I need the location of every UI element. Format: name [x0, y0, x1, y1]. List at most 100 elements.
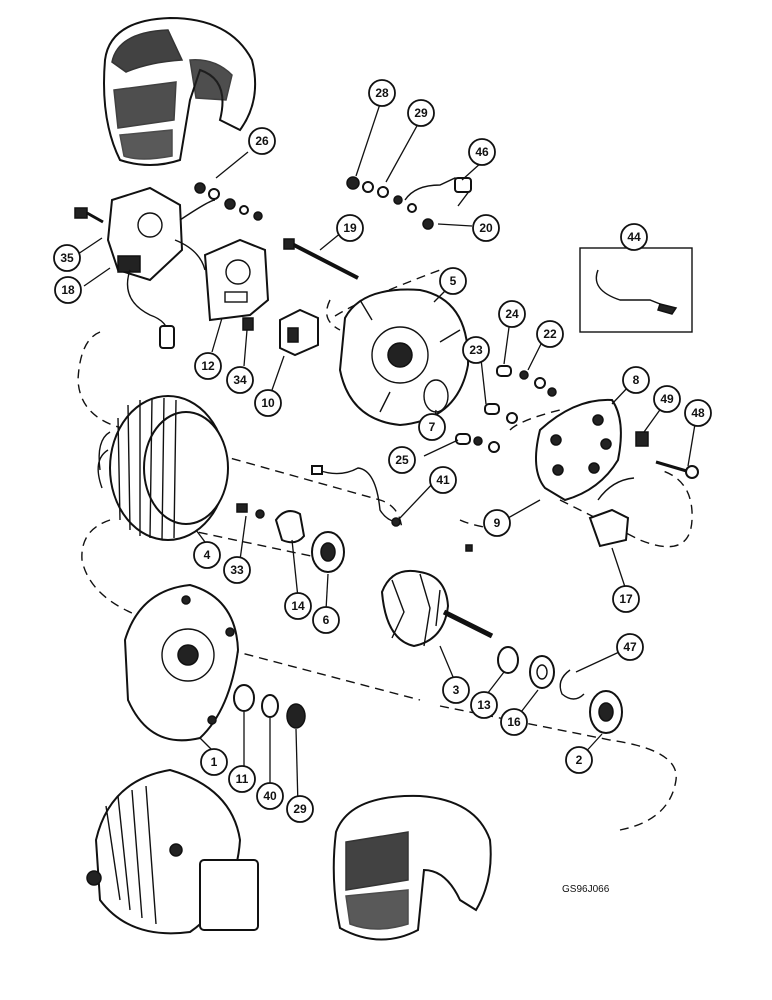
part-gasket	[203, 238, 270, 322]
svg-text:29: 29	[293, 802, 307, 816]
svg-text:14: 14	[291, 599, 305, 613]
callout-18: 18	[54, 276, 82, 304]
svg-text:7: 7	[429, 420, 436, 434]
part-rotor	[380, 544, 494, 648]
svg-text:29: 29	[414, 106, 428, 120]
callout-20: 20	[472, 214, 500, 242]
svg-text:28: 28	[375, 86, 389, 100]
callout-16: 16	[500, 708, 528, 736]
part-bearing-6	[311, 531, 345, 573]
svg-text:40: 40	[263, 789, 277, 803]
part-bushing-14	[274, 510, 306, 544]
callout-2: 2	[565, 746, 593, 774]
svg-text:10: 10	[261, 396, 275, 410]
svg-text:6: 6	[323, 613, 330, 627]
group-outlines	[77, 269, 693, 831]
callout-22: 22	[536, 320, 564, 348]
callout-44: 44	[620, 223, 648, 251]
callout-12: 12	[194, 352, 222, 380]
svg-text:5: 5	[450, 274, 457, 288]
svg-text:41: 41	[436, 473, 450, 487]
callout-17: 17	[612, 585, 640, 613]
part-rectifier	[535, 398, 622, 502]
lower-group-outline	[81, 519, 677, 831]
part-shroud-bottom	[332, 794, 492, 941]
callout-24: 24	[498, 300, 526, 328]
part-pulley-hardware	[233, 684, 306, 729]
svg-text:49: 49	[660, 392, 674, 406]
callout-8: 8	[622, 366, 650, 394]
part-through-bolt	[283, 238, 359, 280]
callout-9: 9	[483, 509, 511, 537]
callout-46: 46	[468, 138, 496, 166]
svg-text:16: 16	[507, 715, 521, 729]
part-bushings	[455, 365, 557, 453]
part-clip-screw	[635, 431, 699, 479]
callout-29-upper: 29	[407, 99, 435, 127]
callout-11: 11	[228, 765, 256, 793]
svg-text:18: 18	[61, 283, 75, 297]
svg-text:47: 47	[623, 640, 637, 654]
svg-text:20: 20	[479, 221, 493, 235]
svg-text:2: 2	[576, 753, 583, 767]
part-assembled-alternator	[86, 768, 259, 935]
callout-19: 19	[336, 214, 364, 242]
svg-text:22: 22	[543, 327, 557, 341]
svg-text:1: 1	[211, 755, 218, 769]
callout-48: 48	[684, 399, 712, 427]
part-brushes	[588, 477, 635, 548]
callout-26: 26	[248, 127, 276, 155]
part-regulator	[106, 186, 216, 349]
part-terminal-hardware	[346, 176, 472, 230]
callout-40: 40	[256, 782, 284, 810]
part-stator	[97, 395, 229, 541]
figure-code: GS96J066	[562, 884, 610, 895]
svg-text:26: 26	[255, 134, 269, 148]
callout-28: 28	[368, 79, 396, 107]
part-regulator-hardware	[194, 182, 263, 221]
callout-23: 23	[462, 336, 490, 364]
callout-7: 7	[418, 413, 446, 441]
svg-text:23: 23	[469, 343, 483, 357]
part-screw-33	[236, 503, 265, 519]
part-shroud-top	[103, 16, 257, 166]
svg-text:8: 8	[633, 373, 640, 387]
svg-text:19: 19	[343, 221, 357, 235]
svg-text:11: 11	[236, 772, 249, 786]
svg-text:25: 25	[395, 453, 409, 467]
callout-41: 41	[429, 466, 457, 494]
part-screw-34	[242, 317, 254, 331]
rear-housing-outline	[326, 299, 341, 331]
callout-3: 3	[442, 676, 470, 704]
callout-13: 13	[470, 691, 498, 719]
svg-text:9: 9	[494, 516, 501, 530]
callout-35: 35	[53, 244, 81, 272]
svg-text:4: 4	[204, 548, 211, 562]
callout-10: 10	[254, 389, 282, 417]
part-drive-housing	[123, 583, 240, 742]
part-lead-wire	[311, 465, 401, 527]
svg-text:33: 33	[230, 563, 244, 577]
upper-group-outline	[77, 269, 693, 548]
callout-29-lower: 29	[286, 795, 314, 823]
callout-5: 5	[439, 267, 467, 295]
svg-text:17: 17	[619, 592, 633, 606]
callouts: 26 28 29 46 35 18 19 20 44 5 12 34 10 24…	[53, 79, 712, 823]
svg-text:12: 12	[201, 359, 215, 373]
svg-text:44: 44	[627, 230, 641, 244]
part-rear-housing	[338, 288, 470, 427]
svg-text:35: 35	[60, 251, 74, 265]
callout-14: 14	[284, 592, 312, 620]
callout-34: 34	[226, 366, 254, 394]
callout-25: 25	[388, 446, 416, 474]
callout-47: 47	[616, 633, 644, 661]
svg-text:48: 48	[691, 406, 705, 420]
part-strap-inset	[579, 247, 693, 333]
svg-text:13: 13	[477, 698, 491, 712]
svg-text:24: 24	[505, 307, 519, 321]
part-shaft-hardware	[497, 646, 623, 734]
svg-text:46: 46	[475, 145, 489, 159]
svg-text:3: 3	[453, 683, 460, 697]
